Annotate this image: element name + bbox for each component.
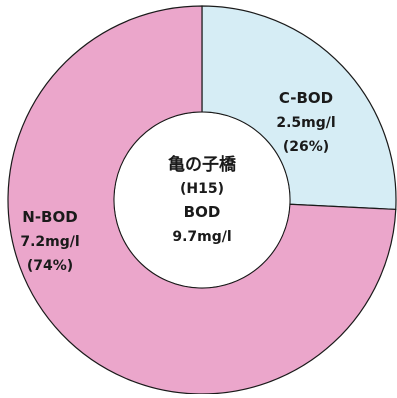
slice-label-value-c-bod: 2.5mg/l <box>276 115 335 131</box>
center-label-line-4: 9.7mg/l <box>172 229 231 245</box>
slice-label-name-c-bod: C-BOD <box>279 89 333 107</box>
slice-c-bod <box>201 5 397 211</box>
slice-n-bod <box>7 5 397 395</box>
slice-labels-layer: C-BOD 2.5mg/l (26%) N-BOD 7.2mg/l (74%) <box>20 89 335 274</box>
slice-label-percent-n-bod: (74%) <box>27 258 73 274</box>
slice-label-name-n-bod: N-BOD <box>22 208 77 226</box>
slices-layer <box>7 5 397 395</box>
slice-label-value-n-bod: 7.2mg/l <box>20 234 79 250</box>
slice-label-percent-c-bod: (26%) <box>283 139 329 155</box>
donut-hole <box>114 112 290 288</box>
center-label-line-1: 亀の子橋 <box>168 154 237 175</box>
center-label-group: 亀の子橋 (H15) BOD 9.7mg/l <box>168 154 237 245</box>
center-label-line-2: (H15) <box>180 181 224 197</box>
center-label-line-3: BOD <box>184 203 221 221</box>
